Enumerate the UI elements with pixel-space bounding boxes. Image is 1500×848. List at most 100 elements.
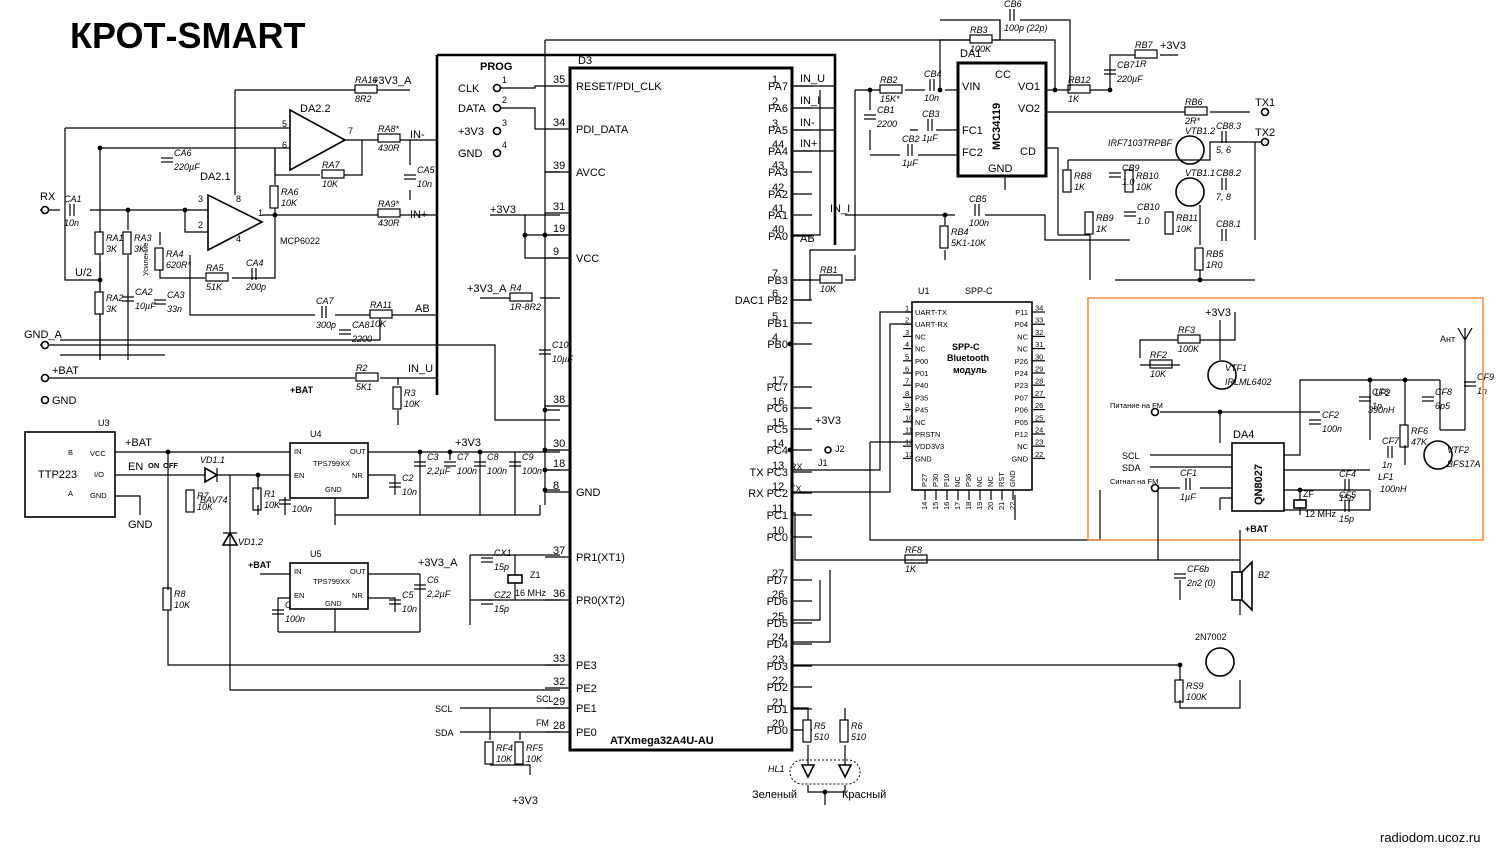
bt-pin-name: UART-RX	[915, 320, 948, 329]
mcu-pin-num: 30	[553, 438, 565, 450]
junction-dot	[255, 472, 261, 478]
prog-pin-terminal[interactable]	[492, 126, 502, 136]
touch-body	[24, 431, 116, 518]
mcu-pin-name: PA0	[768, 231, 788, 243]
da21-name: MCP6022	[280, 236, 320, 246]
resistor	[509, 292, 533, 302]
capacitor-value: 100n	[969, 218, 989, 228]
capacitor-ref: CA1	[64, 194, 82, 204]
bt-pin-name: GND	[1008, 470, 1017, 487]
label-gnd-u3: GND	[128, 519, 153, 531]
junction-dot	[165, 449, 171, 455]
da21-pin3: 3	[198, 194, 203, 204]
bt-pin-num: 16	[942, 502, 951, 510]
capacitor-value: 10n	[417, 179, 432, 189]
resistor-ref: RF6	[1411, 426, 1428, 436]
mc-pin-vin: VIN	[962, 81, 980, 93]
prog-pin-name: GND	[458, 148, 483, 160]
wire-gnda	[40, 344, 560, 421]
capacitor-ref: CF4	[1339, 469, 1356, 479]
resistor-ref: RF2	[1150, 350, 1167, 360]
resistor-value: 10K	[322, 179, 339, 189]
mcu-pin-num: 10	[772, 525, 784, 537]
mcu-pin-num: 14	[772, 438, 784, 450]
label-en: EN	[128, 461, 143, 473]
label-ab: AB	[415, 303, 430, 315]
resistor-ref: RB7	[1135, 40, 1154, 50]
wire-u4-caps	[335, 452, 541, 516]
bt-pin-name: VDD3V3	[915, 442, 944, 451]
resistor-ref: R5	[814, 721, 826, 731]
label-v33-mcu: +3V3	[490, 204, 516, 216]
terminal-fm-signal	[1150, 483, 1160, 493]
capacitor-ref: C9	[522, 452, 534, 462]
junction-dot	[942, 212, 948, 218]
mcu-pin-num: 7	[772, 268, 778, 280]
label-fm-power: Питание на FM	[1110, 401, 1163, 410]
label-inp: IN+	[410, 209, 427, 221]
resistor	[369, 309, 393, 319]
resistor-ref: RB1	[820, 265, 838, 275]
mcu-pin-name: PA6	[768, 103, 788, 115]
capacitor-ref: CB8.1	[1216, 219, 1241, 229]
resistor-ref: RA11	[370, 300, 392, 310]
mcu-pin-name: PE0	[576, 727, 597, 739]
bt-pin-name: P23	[1015, 381, 1028, 390]
resistor-value: 10K	[1136, 182, 1153, 192]
prog-wire	[500, 85, 545, 89]
mcu-pin-name: PC1	[767, 510, 788, 522]
label-in-i: IN_I	[830, 203, 850, 215]
prog-pin-name: CLK	[458, 83, 480, 95]
resistor-ref: RB11	[1176, 213, 1198, 223]
bt-pin-name: P04	[1015, 320, 1028, 329]
junction-dot	[542, 447, 548, 453]
resistor-ref: R2	[356, 363, 368, 373]
bt-pin-num: 19	[975, 502, 984, 510]
u4-ref: U4	[310, 429, 322, 439]
wire-oa-f	[40, 209, 437, 216]
label-sda-fm: SDA	[1122, 463, 1141, 473]
touch-pin-gnd: GND	[90, 491, 107, 500]
resistor	[321, 169, 345, 179]
capacitor-value: 10n	[64, 218, 79, 228]
resistor	[839, 719, 849, 743]
bt-pin-num: 7	[905, 377, 909, 386]
da21-ref: DA2.1	[200, 171, 231, 183]
bt-pin-name: RST	[997, 472, 1006, 487]
wire-oa-k	[60, 315, 381, 356]
capacitor-ref: CB2	[902, 134, 920, 144]
capacitor-value: 1.0	[1122, 177, 1135, 187]
label-bat-u3: +BAT	[125, 437, 152, 449]
label-usilenie: Усиление	[141, 243, 150, 276]
resistor-value: 10K	[281, 198, 298, 208]
resistor-value: 430R	[378, 143, 400, 153]
mcu-pin-name: PD1	[767, 704, 788, 716]
bt-pin-num: 17	[953, 502, 962, 510]
label-rx: RX	[40, 191, 56, 203]
mcu-pin-name: PD5	[767, 618, 788, 630]
mcu-pin-name: PA1	[768, 210, 788, 222]
capacitor-ref: CX1	[494, 548, 512, 558]
resistor-value: 510	[814, 732, 829, 742]
bt-pin-name: P40	[915, 381, 928, 390]
capacitor-ref: CA8	[352, 320, 370, 330]
capacitor-ref: CF7	[1382, 436, 1400, 446]
label-j1: J1	[818, 458, 828, 468]
wire-top-bus	[545, 20, 1001, 41]
prog-pin-terminal[interactable]	[492, 103, 502, 113]
prog-pin-terminal[interactable]	[492, 83, 502, 93]
z1-ref: Z1	[530, 570, 541, 580]
u5-body	[289, 562, 369, 610]
bt-pin-name: P07	[1015, 393, 1028, 402]
bt-pin-num: 20	[986, 502, 995, 510]
wire-u4	[257, 451, 560, 525]
touch-name: TTP223	[38, 469, 77, 481]
mcu-pin-num: 15	[772, 417, 784, 429]
resistor	[904, 554, 928, 564]
fm-chip-da4: DA4 QN8027	[1231, 429, 1285, 512]
bt-pin-num: 10	[905, 413, 913, 422]
resistor-ref: RB4	[951, 227, 969, 237]
mcu-pin-num: 22	[772, 675, 784, 687]
prog-pin-terminal[interactable]	[492, 148, 502, 158]
resistor-ref: RB9	[1096, 213, 1114, 223]
